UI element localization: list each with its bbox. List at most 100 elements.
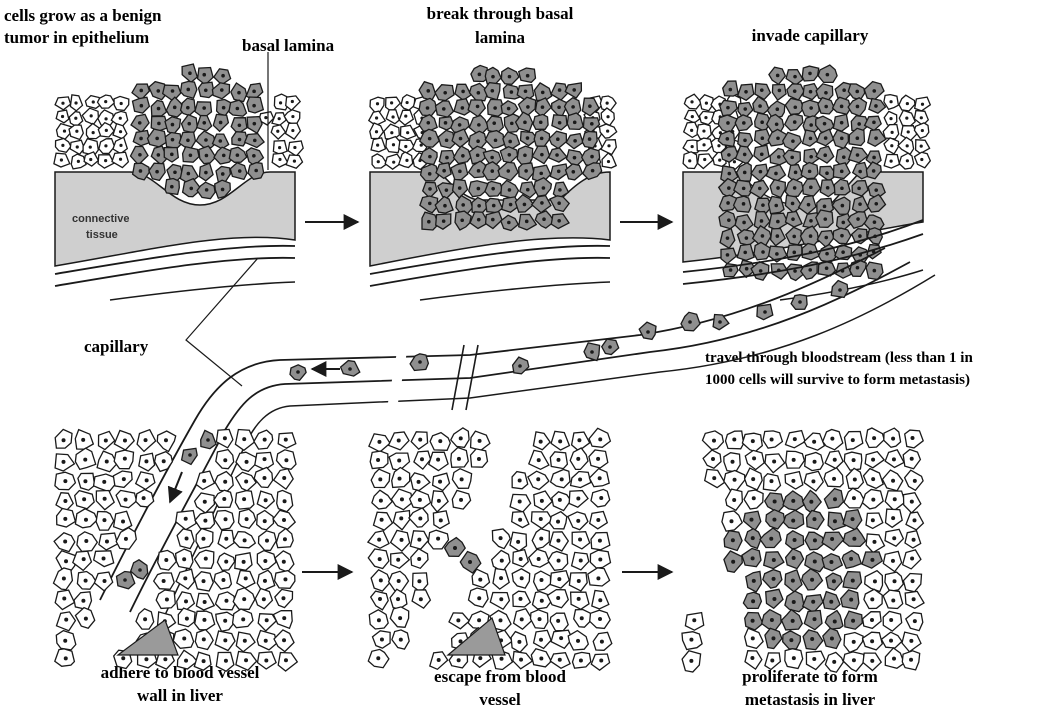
cell-nucleus <box>284 658 288 662</box>
cell-nucleus <box>500 559 504 563</box>
cell-nucleus <box>184 599 188 603</box>
cell-nucleus <box>745 236 749 240</box>
cell-nucleus <box>490 156 494 160</box>
cell-nucleus <box>921 103 924 106</box>
cell-nucleus <box>598 437 602 441</box>
cell-nucleus <box>459 436 463 440</box>
cell-nucleus <box>588 137 592 141</box>
cell-nucleus <box>64 656 68 660</box>
cell-nucleus <box>688 159 691 162</box>
cell-nucleus <box>776 220 780 224</box>
cell-nucleus <box>733 478 737 482</box>
cell-nucleus <box>840 105 844 109</box>
cell-nucleus <box>82 497 86 501</box>
cell-nucleus <box>102 480 106 484</box>
cell-nucleus <box>162 579 166 583</box>
cell-nucleus <box>103 497 107 501</box>
cell-nucleus <box>811 600 815 604</box>
cell-nucleus <box>519 597 523 601</box>
cell-nucleus <box>689 659 693 663</box>
cell-nucleus <box>743 171 747 175</box>
cell-nucleus <box>540 599 544 603</box>
cell-nucleus <box>375 130 378 133</box>
cell-nucleus <box>426 89 430 93</box>
cell-nucleus <box>556 539 560 543</box>
cell-nucleus <box>445 156 449 160</box>
cell-nucleus <box>81 599 85 603</box>
cell-nucleus <box>539 656 543 660</box>
cell-nucleus <box>171 89 175 93</box>
cell-nucleus <box>63 129 66 132</box>
cell-nucleus <box>520 617 524 621</box>
panel-proliferate-metastasis <box>682 428 924 672</box>
cell-nucleus <box>457 457 461 461</box>
cell-nucleus <box>508 188 512 192</box>
cell-nucleus <box>264 659 268 663</box>
cell-nucleus <box>874 104 878 108</box>
cell-nucleus <box>122 477 126 481</box>
cell-nucleus <box>874 188 878 192</box>
cell-nucleus <box>732 498 736 502</box>
cell-nucleus <box>832 660 836 664</box>
cell-nucleus <box>870 618 874 622</box>
cell-nucleus <box>139 137 143 141</box>
cell-nucleus <box>518 364 522 368</box>
cell-nucleus <box>536 477 540 481</box>
cell-nucleus <box>296 370 300 374</box>
cell-nucleus <box>858 202 862 206</box>
cell-nucleus <box>771 636 775 640</box>
cell-nucleus <box>812 657 816 661</box>
cell-nucleus <box>911 436 915 440</box>
cell-nucleus <box>510 122 514 126</box>
cell-nucleus <box>539 638 543 642</box>
cell-nucleus <box>792 656 796 660</box>
cell-nucleus <box>445 188 449 192</box>
cell-nucleus <box>236 153 240 157</box>
cell-nucleus <box>458 170 462 174</box>
cell-nucleus <box>573 139 577 143</box>
cell-nucleus <box>245 460 249 464</box>
cell-nucleus <box>813 559 817 563</box>
cell-nucleus <box>428 155 432 159</box>
cell-nucleus <box>219 121 223 125</box>
cell-nucleus <box>491 218 495 222</box>
cell-nucleus <box>398 616 402 620</box>
cell-nucleus <box>557 169 561 173</box>
cell-nucleus <box>704 116 707 119</box>
cell-nucleus <box>833 497 837 501</box>
cell-nucleus <box>478 439 482 443</box>
cell-nucleus <box>104 100 107 103</box>
cell-nucleus <box>761 250 765 254</box>
cell-nucleus <box>61 144 64 147</box>
cell-nucleus <box>162 459 166 463</box>
cell-nucleus <box>224 560 228 564</box>
cell-nucleus <box>171 138 175 142</box>
cell-nucleus <box>558 188 562 192</box>
cell-nucleus <box>750 656 754 660</box>
cell-nucleus <box>751 556 755 560</box>
cell-nucleus <box>540 153 544 157</box>
cell-nucleus <box>891 131 894 134</box>
cell-nucleus <box>202 579 206 583</box>
cell-nucleus <box>874 136 878 140</box>
cell-nucleus <box>829 560 833 564</box>
cell-nucleus <box>576 457 580 461</box>
cell-nucleus <box>263 457 267 461</box>
cell-nucleus <box>516 540 520 544</box>
cell-nucleus <box>576 496 580 500</box>
cell-nucleus <box>202 73 206 77</box>
cell-nucleus <box>520 576 524 580</box>
cell-nucleus <box>500 657 504 661</box>
cell-nucleus <box>842 155 846 159</box>
cell-nucleus <box>824 136 828 140</box>
cell-nucleus <box>606 101 609 104</box>
cell-nucleus <box>606 115 609 118</box>
cell-nucleus <box>727 153 731 157</box>
cell-nucleus <box>833 519 837 523</box>
cell-nucleus <box>824 91 828 95</box>
cell-nucleus <box>187 172 191 176</box>
cell-nucleus <box>139 89 143 93</box>
cell-nucleus <box>557 577 561 581</box>
cell-nucleus <box>400 497 404 501</box>
cell-nucleus <box>557 559 561 563</box>
